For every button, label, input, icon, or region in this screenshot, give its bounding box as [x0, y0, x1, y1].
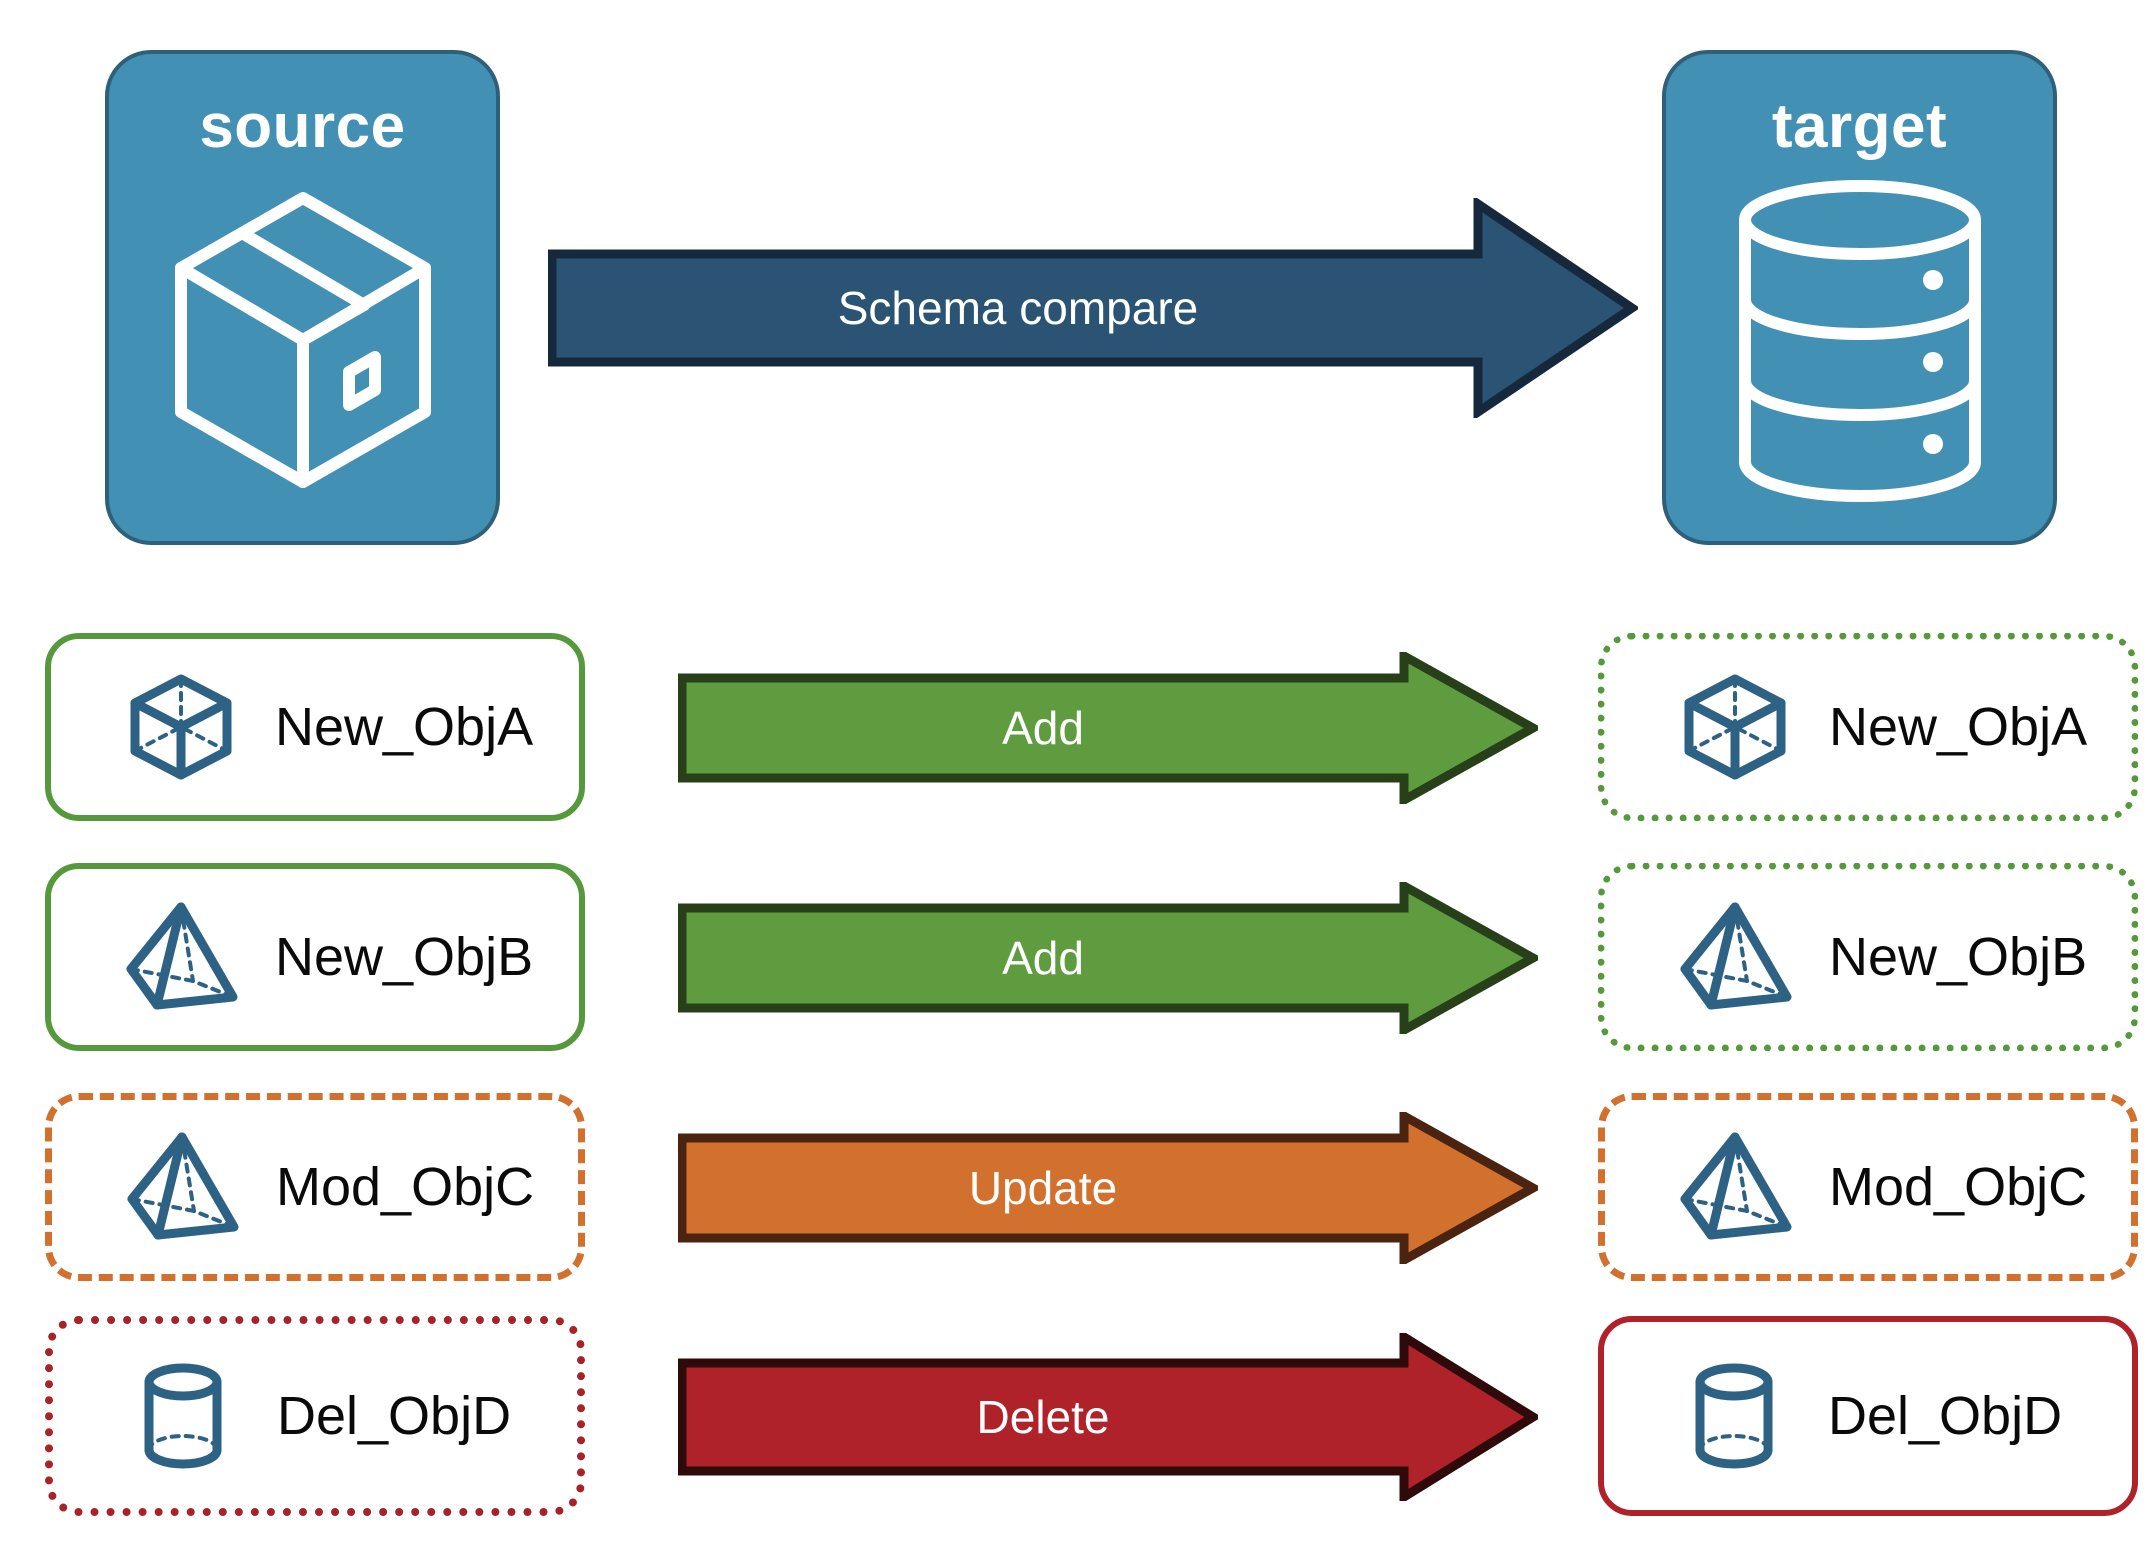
add-arrow-row-2: Add	[677, 878, 1543, 1038]
source-panel: source	[105, 50, 500, 545]
target-object-label: New_ObjA	[1829, 697, 2088, 757]
wireframe-cylinder-icon	[123, 1356, 243, 1476]
target-panel: target	[1662, 50, 2057, 545]
source-object-label: Mod_ObjC	[276, 1157, 535, 1217]
source-object-del-objd[interactable]: Del_ObjD	[45, 1316, 585, 1516]
update-arrow-row-3: Update	[677, 1108, 1543, 1268]
source-object-new-objb[interactable]: New_ObjB	[45, 863, 585, 1051]
wireframe-pyramid-icon	[1675, 897, 1795, 1017]
source-object-mod-objc[interactable]: Mod_ObjC	[45, 1093, 585, 1281]
database-cylinder-icon	[1720, 176, 2000, 511]
source-object-label: New_ObjA	[275, 697, 534, 757]
wireframe-cube-icon	[1675, 667, 1795, 787]
target-object-new-objb[interactable]: New_ObjB	[1598, 863, 2138, 1051]
source-object-new-obja[interactable]: New_ObjA	[45, 633, 585, 821]
wireframe-pyramid-icon	[121, 897, 241, 1017]
wireframe-cube-icon	[121, 667, 241, 787]
source-object-label: Del_ObjD	[277, 1386, 512, 1446]
target-object-label: Del_ObjD	[1828, 1386, 2063, 1446]
target-object-mod-objc[interactable]: Mod_ObjC	[1598, 1093, 2138, 1281]
target-object-new-obja[interactable]: New_ObjA	[1598, 633, 2138, 821]
schema-compare-arrow: Schema compare	[547, 195, 1641, 421]
source-panel-label: source	[199, 92, 406, 161]
delete-arrow-row-4: Delete	[677, 1328, 1542, 1506]
add-arrow-row-1: Add	[677, 648, 1543, 808]
source-object-label: New_ObjB	[275, 927, 534, 987]
target-object-label: New_ObjB	[1829, 927, 2088, 987]
wireframe-pyramid-icon	[122, 1127, 242, 1247]
wireframe-cylinder-icon	[1674, 1356, 1794, 1476]
wireframe-pyramid-icon	[1675, 1127, 1795, 1247]
package-box-icon	[153, 176, 453, 511]
target-object-del-objd[interactable]: Del_ObjD	[1598, 1316, 2138, 1516]
target-object-label: Mod_ObjC	[1829, 1157, 2088, 1217]
target-panel-label: target	[1771, 92, 1948, 161]
